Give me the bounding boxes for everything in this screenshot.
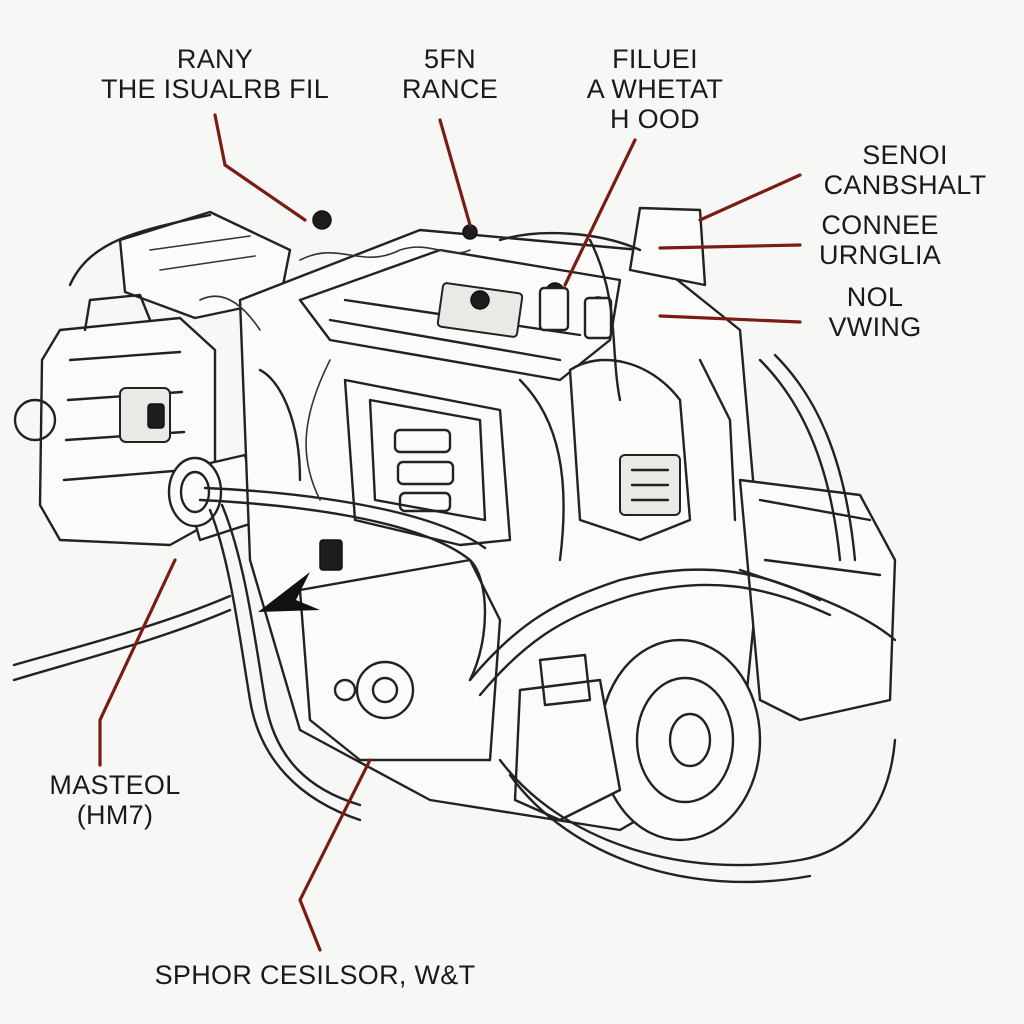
label-right-2: CONNEE URNGLIA [800, 210, 960, 270]
label-right-1: SENOI CANBSHALT [800, 140, 1010, 200]
alternator-assembly [13, 210, 292, 547]
label-right-1-line1: SENOI [862, 140, 948, 170]
hoses-and-wiring [12, 231, 897, 884]
label-top-left-line2: THE ISUALRB FIL [100, 74, 330, 104]
label-top-center-line1: 5FN [424, 44, 476, 74]
label-top-center: 5FN RANCE [385, 44, 515, 104]
label-left-bottom: MASTEOL (HM7) [30, 770, 200, 830]
engine-block [238, 206, 897, 842]
label-left-bottom-line2: (HM7) [76, 800, 154, 830]
label-left-bottom-line1: MASTEOL [49, 770, 181, 800]
label-top-right-line3: H OOD [609, 104, 700, 134]
label-top-left-line1: RANY [176, 44, 254, 74]
label-bottom-line1: SPHOR CESILSOR, W&T [154, 960, 476, 990]
label-right-3-line2: VWING [828, 312, 922, 342]
pointer-arrow [258, 572, 320, 612]
label-top-center-line2: RANCE [401, 74, 498, 104]
label-bottom: SPHOR CESILSOR, W&T [120, 960, 510, 990]
label-top-right-line1: FILUEI [612, 44, 698, 74]
label-right-2-line2: URNGLIA [818, 240, 942, 270]
label-top-left: RANY THE ISUALRB FIL [75, 44, 355, 104]
label-top-right: FILUEI A WHETAT H OOD [565, 44, 745, 134]
label-right-1-line2: CANBSHALT [823, 170, 987, 200]
label-top-right-line2: A WHETAT [586, 74, 724, 104]
label-right-3: NOL VWING [800, 282, 950, 342]
leader-lines [98, 113, 802, 952]
label-right-3-line1: NOL [846, 282, 904, 312]
label-right-2-line1: CONNEE [821, 210, 939, 240]
